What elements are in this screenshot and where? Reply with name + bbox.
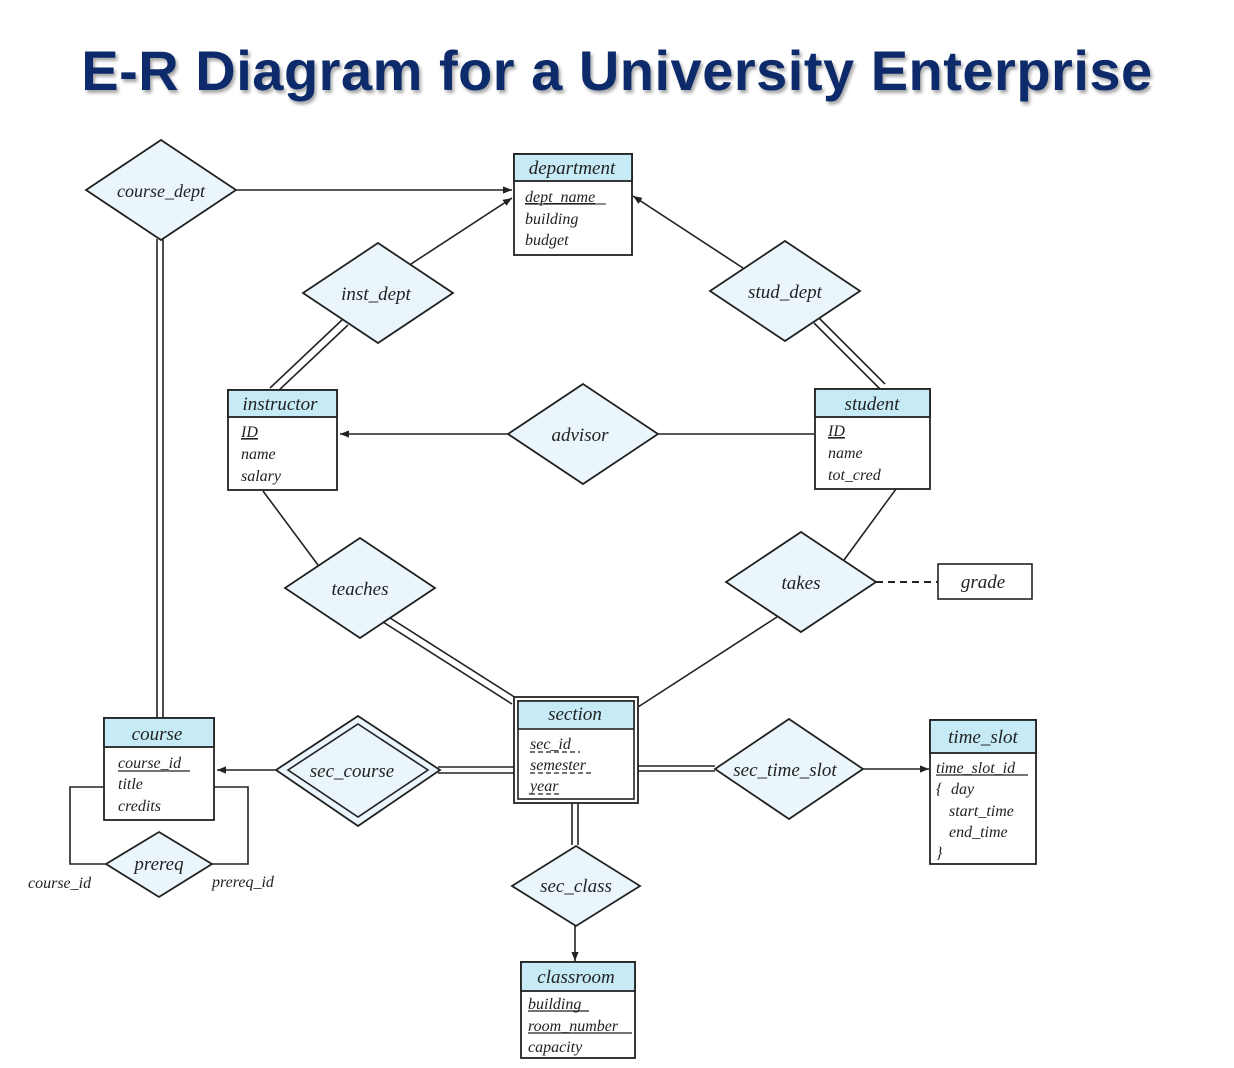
role-label-prereq-id: prereq_id bbox=[211, 874, 275, 891]
entity-title: section bbox=[548, 704, 602, 725]
teaches-to-section-line-b bbox=[386, 615, 517, 699]
prereq-course-id-line bbox=[69, 786, 106, 865]
discriminator-attribute: sec_id bbox=[530, 736, 572, 753]
attribute: end_time bbox=[949, 824, 1008, 841]
attribute: budget bbox=[525, 232, 569, 249]
student-to-takes-line bbox=[843, 488, 897, 561]
entity-title: instructor bbox=[243, 394, 319, 415]
relationship-label: stud_dept bbox=[748, 282, 823, 303]
primary-key-attribute: building bbox=[528, 996, 581, 1013]
instructor-to-teaches-line bbox=[262, 490, 319, 566]
relationship-label: course_dept bbox=[117, 181, 206, 201]
teaches-to-section-line-a bbox=[382, 621, 513, 705]
relationship-label: sec_time_slot bbox=[733, 760, 837, 781]
relationship-label: teaches bbox=[332, 579, 389, 600]
prereq-prereq-id-line bbox=[212, 786, 249, 865]
entity-title: student bbox=[845, 394, 901, 415]
attribute: building bbox=[525, 211, 578, 228]
entity-time-slot: time_slot time_slot_id { day start_time … bbox=[929, 719, 1037, 865]
attribute: credits bbox=[118, 798, 161, 815]
relationship-label: advisor bbox=[552, 425, 610, 446]
inst-dept-to-instructor-line-a bbox=[269, 319, 343, 389]
entity-department: department dept_name building budget bbox=[513, 153, 633, 256]
entity-course: course course_id title credits bbox=[103, 717, 215, 821]
connectors bbox=[69, 186, 938, 961]
primary-key-attribute: ID bbox=[240, 424, 258, 441]
relationship-attribute-grade: grade bbox=[937, 563, 1033, 600]
primary-key-attribute: time_slot_id bbox=[936, 760, 1016, 777]
relationship-label: sec_class bbox=[540, 876, 612, 897]
attribute: name bbox=[241, 446, 276, 463]
relationship-teaches: teaches bbox=[283, 536, 437, 640]
entity-instructor: instructor ID name salary bbox=[227, 389, 338, 491]
relationship-sec-time-slot: sec_time_slot bbox=[713, 717, 865, 821]
composite-open-brace: { bbox=[936, 781, 943, 798]
role-label-course-id: course_id bbox=[28, 875, 92, 892]
attribute: start_time bbox=[949, 803, 1014, 820]
discriminator-attribute: year bbox=[528, 778, 559, 795]
stud-dept-to-student-line-b bbox=[818, 317, 886, 385]
primary-key-attribute: dept_name bbox=[525, 189, 595, 206]
primary-key-attribute: ID bbox=[827, 423, 845, 440]
primary-key-attribute: course_id bbox=[118, 755, 182, 772]
entity-student: student ID name tot_cred bbox=[814, 388, 931, 490]
stud-dept-to-department-line bbox=[632, 195, 744, 269]
relationship-label: inst_dept bbox=[341, 284, 411, 305]
attribute: name bbox=[828, 445, 863, 462]
relationship-takes: takes bbox=[724, 530, 878, 634]
relationship-prereq: prereq bbox=[104, 830, 214, 899]
composite-close-brace: } bbox=[936, 845, 943, 862]
entity-title: time_slot bbox=[948, 727, 1018, 748]
diagram-title: E-R Diagram for a University Enterprise bbox=[81, 39, 1153, 102]
relationship-label: takes bbox=[781, 573, 820, 594]
entity-section: section sec_id semester year bbox=[513, 696, 639, 804]
attribute-label: grade bbox=[961, 572, 1005, 593]
discriminator-attribute: semester bbox=[530, 757, 587, 774]
entity-title: department bbox=[529, 158, 616, 179]
attribute: tot_cred bbox=[828, 467, 882, 484]
relationship-label: prereq bbox=[132, 854, 184, 875]
relationship-stud-dept: stud_dept bbox=[708, 239, 862, 343]
inst-dept-to-department-line bbox=[410, 197, 513, 265]
relationship-label: sec_course bbox=[310, 761, 394, 782]
relationship-sec-class: sec_class bbox=[510, 844, 642, 928]
relationship-inst-dept: inst_dept bbox=[301, 241, 455, 345]
primary-key-attribute: room_number bbox=[528, 1018, 619, 1035]
stud-dept-to-student-line-a bbox=[813, 322, 881, 390]
entity-classroom: classroom building room_number capacity bbox=[520, 961, 636, 1059]
attribute: title bbox=[118, 776, 143, 793]
relationship-course-dept: course_dept bbox=[84, 138, 238, 242]
takes-to-section-line bbox=[637, 616, 778, 708]
relationship-sec-course: sec_course bbox=[274, 714, 442, 828]
relationship-advisor: advisor bbox=[506, 382, 660, 486]
attribute: day bbox=[951, 781, 975, 798]
attribute: salary bbox=[241, 468, 282, 485]
inst-dept-to-instructor-line-b bbox=[275, 324, 349, 394]
entity-title: course bbox=[132, 724, 183, 745]
attribute: capacity bbox=[528, 1039, 583, 1056]
entity-title: classroom bbox=[537, 967, 614, 988]
